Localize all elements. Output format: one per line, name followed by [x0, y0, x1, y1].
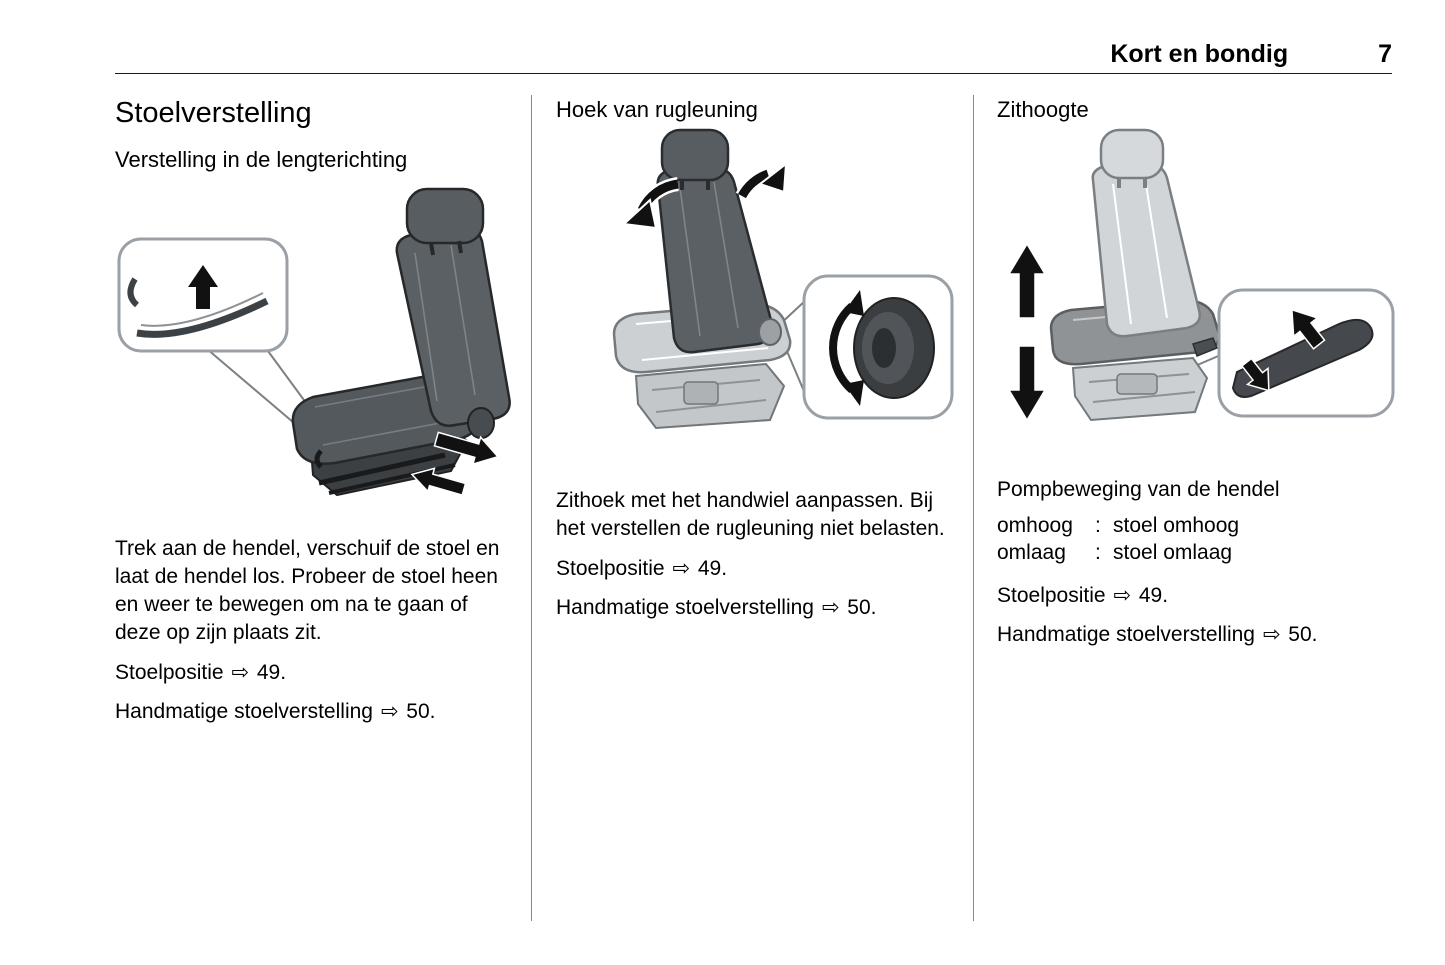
handle-pull-up-arrow-icon: [188, 264, 218, 309]
recline-back-arrow-icon: [735, 162, 788, 200]
seat-side-view: [291, 187, 511, 496]
column-backrest-angle: Hoek van rugleuning: [556, 97, 956, 621]
column-divider-1: [531, 95, 532, 921]
page-header: Kort en bondig 7: [115, 40, 1392, 69]
column-subtitle: Verstelling in de lengterichting: [115, 147, 408, 173]
section-title: Kort en bondig: [1110, 40, 1289, 68]
seat-up-arrow-icon: [1007, 242, 1047, 320]
slide-back-arrow-icon: [410, 467, 467, 496]
instruction-text: Trek aan de hendel, verschuif de stoel e…: [115, 536, 500, 644]
pump-direction-row: omlaag : stoel omlaag: [997, 539, 1397, 566]
pump-handle-detail-inset: [1217, 288, 1395, 418]
cross-reference: Stoelpositie ⇨ 49.: [997, 582, 1397, 609]
reference-page: 50.: [847, 596, 877, 620]
pump-term: omlaag: [997, 541, 1066, 565]
pump-description: stoel omlaag: [1113, 541, 1233, 565]
pump-separator: :: [1095, 541, 1101, 565]
reference-page: 49.: [1138, 584, 1169, 608]
reference-label: Stoelpositie: [115, 660, 224, 684]
column-title: Zithoogte: [997, 97, 1089, 122]
seat-longitudinal-adjustment-illustration: [115, 183, 515, 513]
cross-reference: Stoelpositie ⇨ 49.: [115, 659, 515, 686]
seat-backrest-angle-illustration: [556, 128, 956, 473]
handwheel-detail-inset: [802, 274, 954, 420]
pump-separator: :: [1095, 514, 1101, 538]
reference-label: Handmatige stoelverstelling: [997, 623, 1255, 647]
header-rule: [115, 73, 1392, 74]
seat-longitudinal-adjustment-svg: [117, 187, 511, 496]
page-reference-arrow-icon: ⇨: [380, 698, 399, 723]
page-reference-arrow-icon: ⇨: [1262, 622, 1281, 647]
column-seat-height: Zithoogte: [997, 97, 1397, 648]
pump-up-arrow-icon: [1291, 309, 1326, 351]
seat-side-view: [612, 129, 792, 430]
seat-down-arrow-icon: [1007, 345, 1047, 422]
cross-reference: Handmatige stoelverstelling ⇨ 50.: [997, 621, 1397, 648]
reference-label: Stoelpositie: [556, 557, 665, 581]
handwheel-rotate-arrow-icon: [826, 290, 864, 407]
handle-detail-inset: [117, 237, 289, 353]
cross-reference: Handmatige stoelverstelling ⇨ 50.: [115, 698, 515, 725]
pump-direction-table: omhoog : stoel omhoog omlaag : stoel oml…: [997, 512, 1397, 566]
recline-forward-arrow-icon: [621, 177, 680, 230]
page-reference-arrow-icon: ⇨: [1113, 583, 1132, 608]
seat-side-view: [1049, 129, 1221, 422]
reference-page: 49.: [256, 660, 287, 684]
pump-down-arrow-icon: [1240, 357, 1270, 392]
pump-description: stoel omhoog: [1113, 514, 1240, 538]
column-divider-2: [973, 95, 974, 921]
slide-forward-arrow-icon: [433, 431, 500, 465]
pump-term: omhoog: [997, 514, 1073, 538]
page-reference-arrow-icon: ⇨: [672, 556, 691, 581]
reference-page: 49.: [697, 557, 728, 581]
reference-label: Handmatige stoelverstelling: [556, 596, 814, 620]
instruction-text: Zithoek met het handwiel aanpassen. Bij …: [556, 489, 945, 541]
column-title: Hoek van rugleuning: [556, 97, 758, 122]
seat-backrest-angle-svg: [612, 129, 954, 430]
page-number: 7: [1378, 40, 1392, 68]
column-title: Stoelverstelling: [115, 97, 312, 129]
seat-height-adjustment-svg: [1007, 129, 1395, 422]
cross-reference: Handmatige stoelverstelling ⇨ 50.: [556, 594, 956, 621]
seat-height-adjustment-illustration: [997, 128, 1397, 458]
page-reference-arrow-icon: ⇨: [821, 595, 840, 620]
reference-page: 50.: [1288, 623, 1318, 647]
instruction-text: Pompbeweging van de hendel: [997, 478, 1280, 502]
reference-label: Stoelpositie: [997, 584, 1106, 608]
pump-direction-row: omhoog : stoel omhoog: [997, 512, 1397, 539]
page-reference-arrow-icon: ⇨: [231, 659, 250, 684]
reference-label: Handmatige stoelverstelling: [115, 699, 373, 723]
reference-page: 50.: [406, 699, 436, 723]
column-seat-adjustment: Stoelverstelling Verstelling in de lengt…: [115, 97, 515, 725]
cross-reference: Stoelpositie ⇨ 49.: [556, 555, 956, 582]
